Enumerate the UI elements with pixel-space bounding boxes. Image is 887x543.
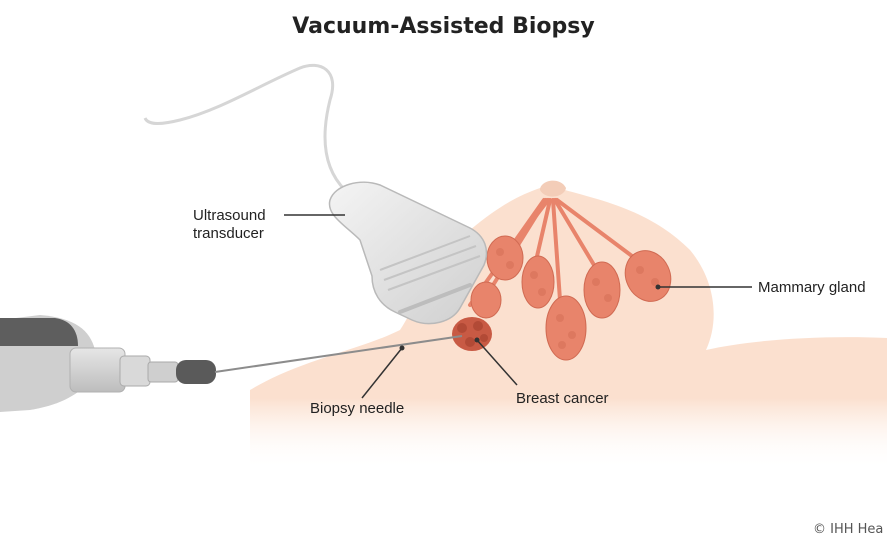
breast-cancer-tumor: [452, 317, 492, 351]
copyright-text: © IHH Hea: [813, 522, 883, 537]
ultrasound-cable: [145, 65, 345, 190]
biopsy-device: [0, 315, 216, 412]
label-mammary-gland: Mammary gland: [758, 279, 866, 297]
diagram-title: Vacuum-Assisted Biopsy: [0, 14, 887, 39]
ultrasound-transducer: [329, 182, 486, 323]
label-ultrasound-line2: transducer: [193, 225, 283, 243]
label-biopsy-needle: Biopsy needle: [310, 400, 404, 418]
label-breast-cancer: Breast cancer: [516, 390, 609, 408]
label-ultrasound-transducer: Ultrasound transducer: [193, 207, 283, 243]
label-ultrasound-line1: Ultrasound: [193, 207, 283, 225]
